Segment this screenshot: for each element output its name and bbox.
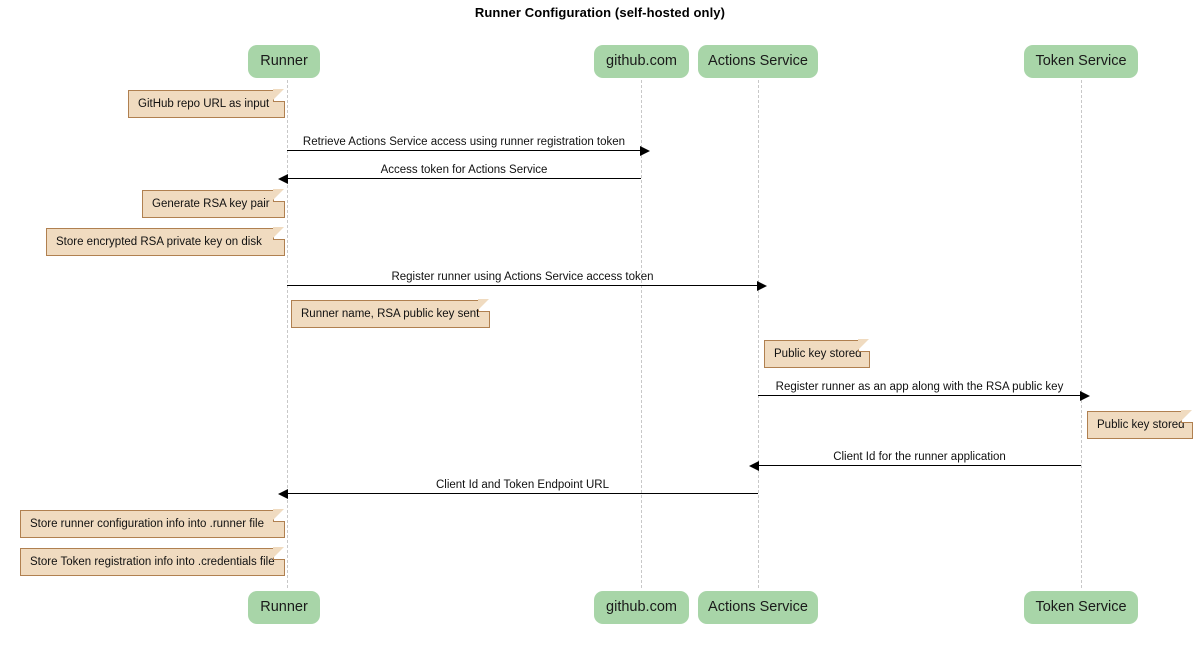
note-text: Generate RSA key pair (152, 198, 270, 210)
participant-github-top[interactable]: github.com (594, 45, 689, 78)
participant-token-top[interactable]: Token Service (1024, 45, 1138, 78)
message-label: Register runner as an app along with the… (775, 381, 1064, 393)
message-label: Access token for Actions Service (380, 164, 548, 176)
note-box: Store encrypted RSA private key on disk (46, 227, 285, 256)
arrowhead-icon (278, 488, 288, 499)
message-arrow: Client Id for the runner application (749, 451, 1081, 471)
message-arrow: Register runner as an app along with the… (758, 381, 1090, 401)
note-text: Store encrypted RSA private key on disk (56, 236, 262, 248)
note-box: Public key stored (764, 339, 870, 368)
arrowhead-icon (1080, 390, 1090, 401)
note-fold-icon (858, 339, 870, 352)
note-box: Store Token registration info into .cred… (20, 547, 285, 576)
note-fold-icon (273, 509, 285, 522)
note-box: Store runner configuration info into .ru… (20, 509, 285, 538)
participant-runner-top[interactable]: Runner (248, 45, 320, 78)
participant-token-bottom[interactable]: Token Service (1024, 591, 1138, 624)
note-text: Public key stored (774, 348, 862, 360)
message-label: Client Id for the runner application (833, 451, 1006, 463)
lifeline-runner (287, 80, 288, 588)
note-box: Generate RSA key pair (142, 189, 285, 218)
note-text: GitHub repo URL as input (138, 98, 270, 110)
note-text: Runner name, RSA public key sent (301, 308, 480, 320)
participant-actions-bottom[interactable]: Actions Service (698, 591, 818, 624)
message-label: Client Id and Token Endpoint URL (435, 479, 610, 491)
arrowhead-icon (749, 460, 759, 471)
note-box: Public key stored (1087, 410, 1193, 439)
note-box: Runner name, RSA public key sent (291, 299, 490, 328)
message-label: Retrieve Actions Service access using ru… (302, 136, 626, 148)
note-fold-icon (273, 89, 285, 102)
arrowhead-icon (278, 173, 288, 184)
message-label: Register runner using Actions Service ac… (391, 271, 654, 283)
message-arrow: Retrieve Actions Service access using ru… (287, 136, 650, 156)
lifeline-actions (758, 80, 759, 588)
note-fold-icon (273, 227, 285, 240)
message-arrow: Client Id and Token Endpoint URL (278, 479, 758, 499)
arrowhead-icon (640, 145, 650, 156)
note-fold-icon (1181, 410, 1193, 423)
lifeline-token (1081, 80, 1082, 588)
note-text: Store runner configuration info into .ru… (30, 518, 264, 530)
lifeline-github (641, 80, 642, 588)
message-arrow: Register runner using Actions Service ac… (287, 271, 767, 291)
note-text: Store Token registration info into .cred… (30, 556, 275, 568)
note-fold-icon (273, 547, 285, 560)
message-arrow: Access token for Actions Service (278, 164, 641, 184)
note-box: GitHub repo URL as input (128, 89, 285, 118)
note-fold-icon (273, 189, 285, 202)
page-title: Runner Configuration (self-hosted only) (474, 5, 726, 20)
note-fold-icon (478, 299, 490, 312)
participant-github-bottom[interactable]: github.com (594, 591, 689, 624)
arrowhead-icon (757, 280, 767, 291)
participant-actions-top[interactable]: Actions Service (698, 45, 818, 78)
note-text: Public key stored (1097, 419, 1185, 431)
participant-runner-bottom[interactable]: Runner (248, 591, 320, 624)
